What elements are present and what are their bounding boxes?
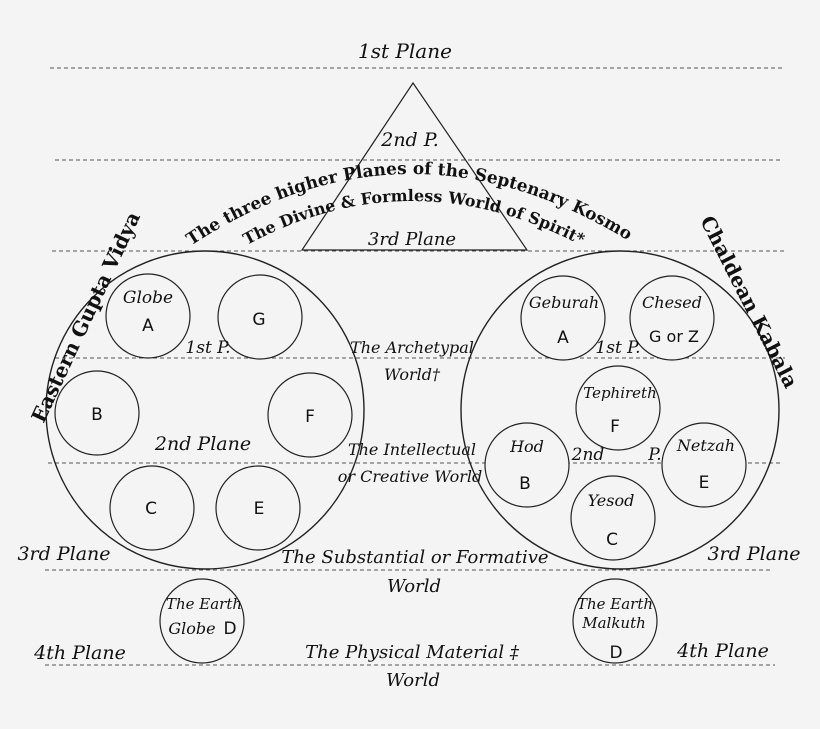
earth-malkuth-d: The Earth Malkuth D: [572, 578, 658, 664]
left-third-plane-label: 3rd Plane: [17, 543, 110, 565]
svg-text:Netzah: Netzah: [676, 436, 735, 455]
svg-text:A: A: [557, 328, 569, 348]
globe-e: E: [215, 465, 301, 551]
chaldean-kabala-circle: [460, 250, 780, 570]
intellectual-line1: The Intellectual: [348, 440, 476, 459]
substantial-line2: World: [387, 576, 441, 597]
left-second-plane-label: 2nd Plane: [154, 433, 251, 455]
svg-text:Globe: Globe: [123, 288, 173, 308]
gupta-vidya-circle: [45, 250, 365, 570]
sephira-netzah: Netzah E: [661, 422, 747, 508]
sephira-hod: Hod B: [484, 422, 570, 508]
substantial-line1: The Substantial or Formative: [281, 547, 548, 568]
svg-text:Malkuth: Malkuth: [581, 614, 646, 632]
right-first-plane-label: 1st P.: [595, 338, 640, 358]
left-first-plane-label: 1st P.: [185, 338, 230, 358]
globe-a: Globe A: [105, 273, 191, 359]
svg-text:Tephireth: Tephireth: [583, 384, 657, 402]
svg-text:B: B: [91, 405, 103, 425]
left-fourth-plane-label: 4th Plane: [33, 642, 126, 664]
svg-text:Yesod: Yesod: [588, 491, 635, 510]
globe-c: C: [109, 465, 195, 551]
right-fourth-plane-label: 4th Plane: [676, 640, 769, 662]
svg-text:Hod: Hod: [509, 437, 544, 456]
third-plane-label: 3rd Plane: [368, 229, 456, 250]
archetypal-line1: The Archetypal: [350, 338, 474, 357]
first-plane-label: 1st Plane: [358, 39, 452, 63]
second-plane-label: 2nd P.: [380, 129, 439, 151]
sephira-yesod: Yesod C: [570, 475, 656, 561]
intellectual-line2: or Creative World: [338, 467, 482, 486]
svg-text:E: E: [699, 473, 710, 493]
svg-text:F: F: [610, 417, 620, 437]
svg-text:F: F: [305, 407, 315, 427]
svg-text:C: C: [145, 499, 157, 519]
svg-text:C: C: [606, 530, 618, 550]
globe-f: F: [267, 372, 353, 458]
chaldean-kabala-title: Chaldean Kabala: [695, 212, 803, 392]
physical-line1: The Physical Material ‡: [305, 642, 520, 663]
svg-text:D: D: [223, 619, 236, 639]
physical-line2: World: [386, 670, 440, 691]
sephira-tephireth: Tephireth F: [575, 365, 661, 451]
svg-text:D: D: [609, 643, 622, 663]
svg-text:A: A: [142, 316, 154, 336]
svg-text:The Earth: The Earth: [577, 595, 653, 613]
archetypal-line2: World†: [384, 365, 441, 384]
svg-text:The Earth: The Earth: [166, 595, 242, 613]
svg-text:B: B: [519, 474, 531, 494]
svg-text:Geburah: Geburah: [529, 293, 599, 312]
sephira-geburah: Geburah A: [520, 275, 606, 361]
svg-text:G: G: [252, 310, 265, 330]
globe-b: B: [54, 370, 140, 456]
svg-text:Globe: Globe: [168, 619, 215, 638]
sephira-chesed: Chesed G or Z: [629, 275, 715, 361]
svg-text:Chesed: Chesed: [642, 293, 702, 312]
svg-text:G or Z: G or Z: [649, 327, 699, 346]
spirit-triangle: [300, 81, 529, 251]
earth-globe-d: The Earth Globe D: [159, 578, 245, 664]
globe-g: G: [217, 274, 303, 360]
right-second-plane-label-a: 2nd: [571, 445, 605, 465]
right-second-plane-label-b: P.: [647, 445, 661, 465]
svg-text:E: E: [254, 499, 265, 519]
right-third-plane-label: 3rd Plane: [707, 543, 800, 565]
